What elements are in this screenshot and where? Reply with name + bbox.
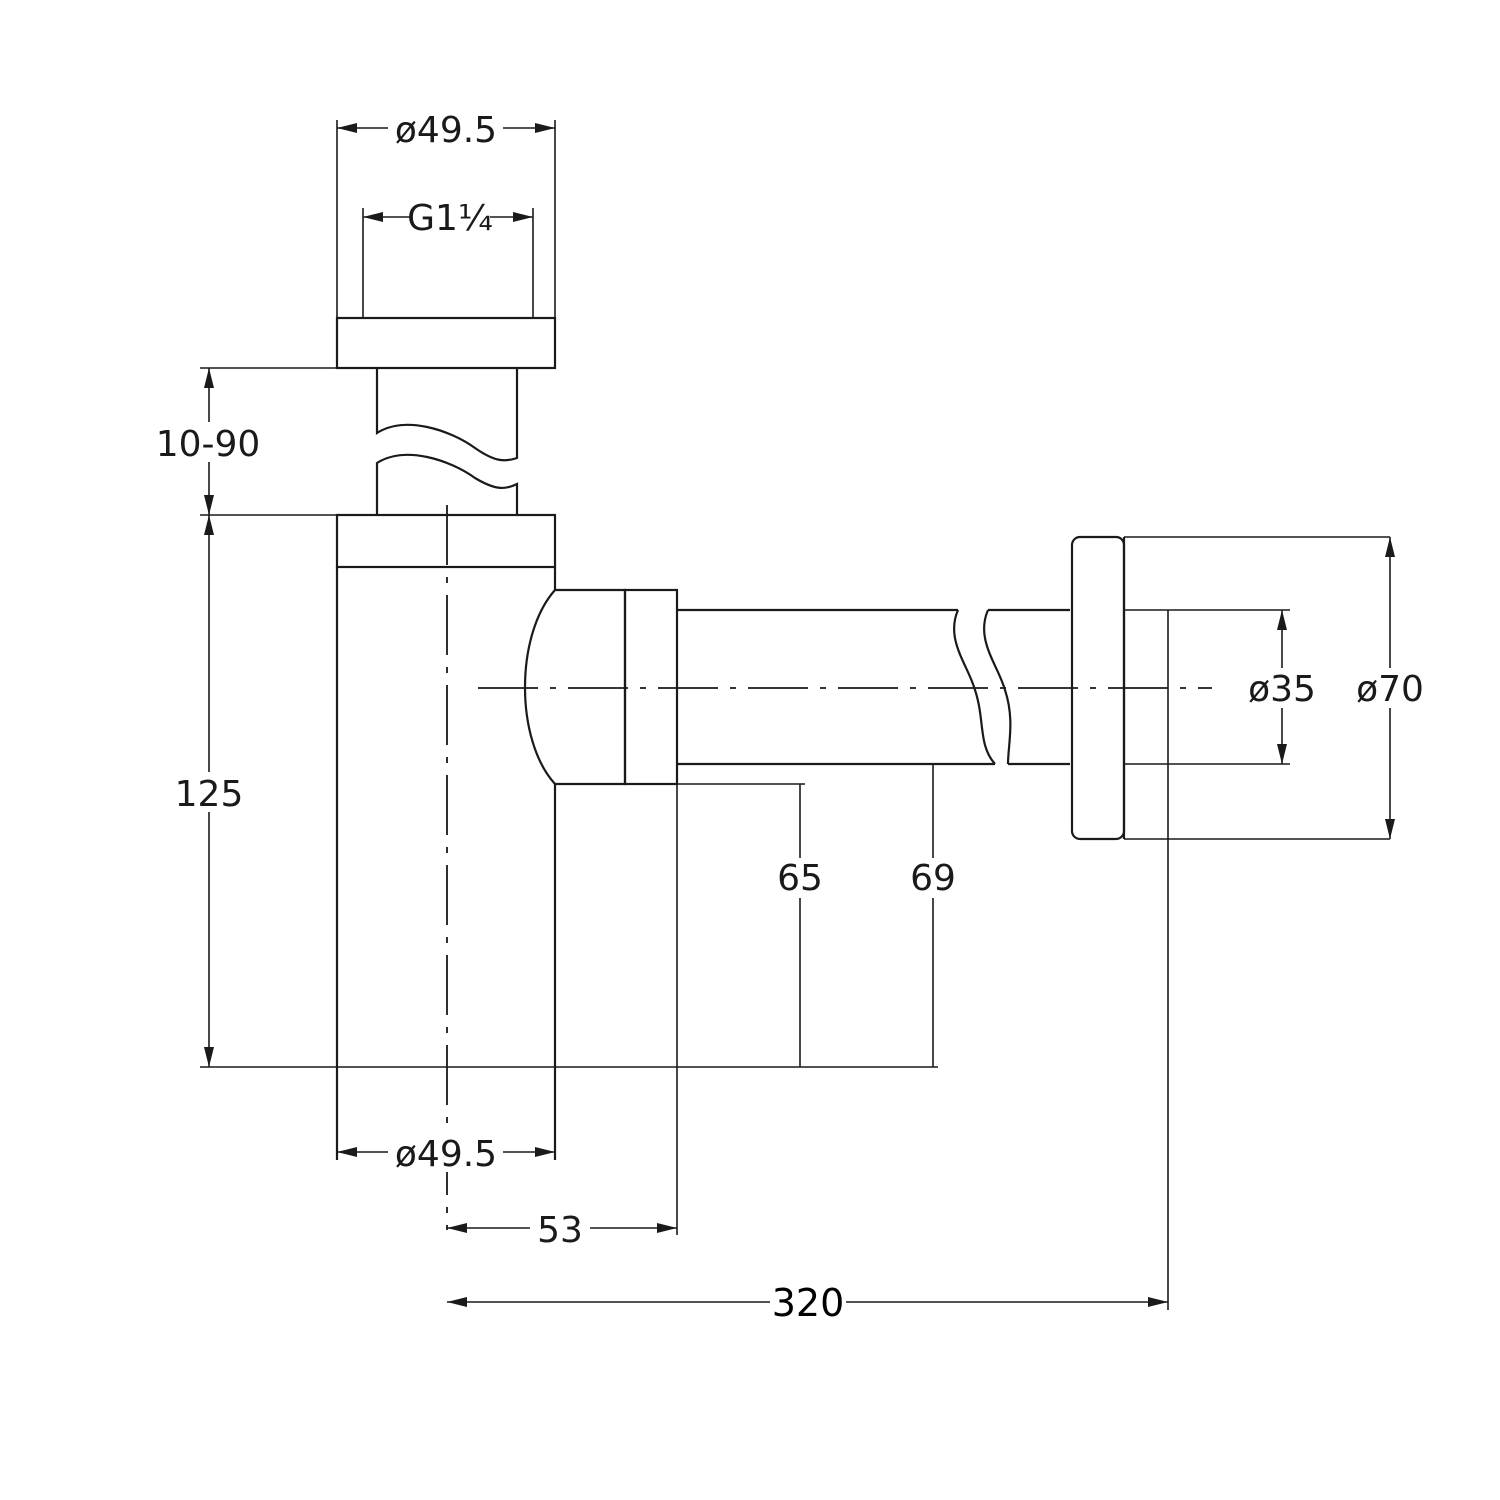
top-cap xyxy=(200,120,557,370)
dim-extension-label: 10-90 xyxy=(156,424,261,465)
center-lines xyxy=(446,505,1212,1230)
dim-total-length-label: 320 xyxy=(772,1281,845,1325)
outlet-nut xyxy=(524,588,805,1235)
dim-extension: 10-90 xyxy=(150,368,268,515)
wall-flange xyxy=(1070,535,1390,1310)
dim-outlet-offset: 53 xyxy=(447,1207,677,1251)
dim-outlet-height-low-label: 65 xyxy=(777,858,823,899)
dim-total-length: 320 xyxy=(447,1280,1168,1325)
dim-pipe-diameter-label: ø35 xyxy=(1248,669,1316,710)
dim-flange-diameter-label: ø70 xyxy=(1356,669,1424,710)
dim-pipe-diameter: ø35 xyxy=(1240,610,1324,764)
extension-tube xyxy=(375,368,519,515)
dim-bottom-diameter: ø49.5 xyxy=(337,1132,555,1175)
dim-outlet-height-low: 65 xyxy=(770,784,830,1067)
dim-body-height-label: 125 xyxy=(175,774,244,815)
dim-thread-label: G1¼ xyxy=(407,198,493,239)
dim-body-height: 125 xyxy=(172,515,246,1067)
dim-thread: G1¼ xyxy=(363,196,533,239)
trap-body xyxy=(200,513,938,1160)
outlet-pipe xyxy=(677,608,1070,766)
dim-outlet-height-high-label: 69 xyxy=(910,858,956,899)
dim-outlet-offset-label: 53 xyxy=(537,1210,583,1251)
dim-bottom-diameter-label: ø49.5 xyxy=(395,1134,497,1175)
dim-flange-diameter: ø70 xyxy=(1348,537,1432,839)
dim-outlet-height-high: 69 xyxy=(903,764,963,1067)
dim-top-diameter: ø49.5 xyxy=(337,108,555,151)
dim-top-diameter-label: ø49.5 xyxy=(395,110,497,151)
